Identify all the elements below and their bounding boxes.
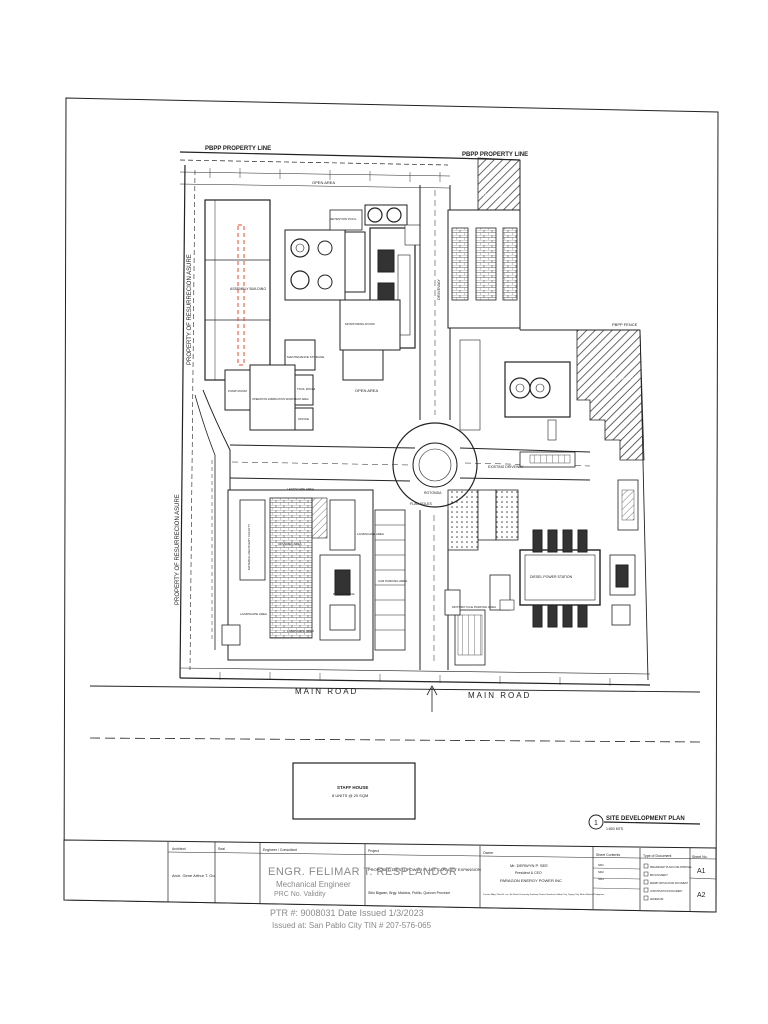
tb-owner-title: President & CEO — [515, 871, 542, 875]
bottom-left-blocks — [221, 489, 374, 661]
label-motorcycle-parking: MOTORCYCLE PARKING AREA — [452, 605, 496, 609]
label-car-parking: CAR PARKING AREA — [378, 579, 407, 583]
assembly-building — [204, 199, 271, 381]
tb-issue-2: BID DOCUMENT — [650, 875, 668, 877]
tb-issue-4: CONSTRUCTION DOCUMENT — [650, 891, 683, 893]
label-rotonda: ROTONDA — [424, 491, 442, 495]
main-road — [89, 685, 701, 743]
engine-equipment-area — [284, 204, 421, 381]
generator-yard — [504, 361, 576, 468]
title-block — [63, 839, 717, 913]
label-landscape-area-1: LANDSCAPE AREA — [287, 487, 314, 491]
label-covered-area: COVERED AREA — [278, 542, 302, 546]
label-tool-room: TOOL ROOM — [297, 387, 316, 391]
label-main-road-left: MAIN ROAD — [295, 687, 358, 696]
tb-owner-address: Treston Bldg. 32nd St. cor. 4th Road, Un… — [483, 893, 605, 896]
label-property-side-top: PROPERTY OF RESURRECION ASURE — [187, 254, 193, 365]
workshop-block — [224, 339, 316, 431]
label-property-line-left: PBPP PROPERTY LINE — [205, 146, 271, 152]
label-plan-title: SITE DEVELOPMENT PLAN — [606, 816, 685, 822]
plan-title-marker — [588, 814, 701, 830]
label-property-side-bottom: PROPERTY OF RESURRECION ASURE — [175, 494, 181, 605]
stamp-line-3: PRC No. Validity — [274, 891, 326, 898]
label-plan-scale: 1:800 MTS — [606, 827, 624, 831]
label-property-line-right: PBPP PROPERTY LINE — [462, 152, 528, 158]
label-plan-number: 1 — [594, 820, 598, 827]
tb-architect-header: Architect — [172, 847, 186, 851]
crane-rail-marker — [237, 224, 245, 366]
label-retention-pool: RETENTION POOL — [330, 217, 357, 221]
dimension-ticks — [209, 168, 611, 686]
tb-sheet-no-1: A1 — [697, 868, 706, 875]
service-driveway — [194, 389, 231, 650]
label-open-area-mid: OPEN AREA — [355, 388, 378, 393]
tb-owner-header: Owner — [483, 851, 494, 855]
label-monitoring-room: MONITORING ROOM — [345, 322, 375, 326]
tank-farm — [447, 157, 521, 431]
tb-seal-header: Seal — [218, 847, 225, 851]
tb-project-header: Project — [368, 849, 379, 853]
label-slope-protection: SLOPE PROTECTION — [600, 377, 636, 381]
label-operation-workshop: OPERATION FABRICATION WORKSHOP AREA — [252, 397, 309, 401]
stamp-line-1: ENGR. FELIMAR T. RESPLANDOR — [268, 866, 458, 878]
tb-issue-1: PRELIMINARY PLANS FOR APPROVAL — [650, 866, 693, 869]
label-pump-room: PUMP ROOM — [228, 389, 247, 393]
label-staff-house-title: STAFF HOUSE — [337, 785, 368, 790]
tb-owner-name: Mr. DERWYN P. SEE — [510, 863, 548, 868]
tb-project-location: Sitio Bigwan, Brgy. Malolos, Polillo, Qu… — [368, 891, 450, 895]
tb-sheet-content-3: SD3 — [598, 877, 604, 881]
tb-issue-5: ADDENDUM — [650, 898, 663, 901]
titleblock-labels: Architect Arch. Gene Arthur T. Go Seal E… — [172, 847, 708, 901]
label-steep-slope: STEEP SLOPE — [482, 193, 507, 197]
tb-issue-header: Type of Document — [643, 854, 671, 858]
label-landscape-area-2: LANDSCAPE AREA — [240, 612, 267, 616]
label-open-area-top: OPEN AREA — [312, 180, 335, 185]
diesel-power-station — [444, 479, 639, 628]
label-pbpp-fence: PBPP FENCE — [612, 322, 638, 327]
tb-sheet-contents-header: Sheet Contents — [596, 853, 620, 857]
label-plant-office: PLANT OFFICE — [333, 592, 354, 596]
stamp-line-2: Mechanical Engineer — [276, 880, 351, 889]
tb-sheet-no-2: A2 — [697, 892, 706, 899]
label-main-road-right: MAIN ROAD — [468, 691, 531, 700]
plan-labels: PBPP PROPERTY LINE PBPP PROPERTY LINE PR… — [175, 146, 685, 831]
parking-stalls — [374, 509, 486, 666]
label-assembly-building: ASSEMBLY BUILDING — [230, 287, 266, 291]
label-maintenance-storage: MAINTENANCE STORAGE — [287, 355, 324, 359]
tb-project-name: PROPOSED DIESEL POWER PLANT CAPACITY EXP… — [368, 867, 481, 872]
stamp-line-4: PTR #: 9008031 Date Issued 1/3/2023 — [270, 908, 424, 918]
slope-protection-area — [576, 329, 645, 461]
tb-issue-3: PERMIT APPLICATION DOCUMENT — [650, 882, 689, 885]
stamp-line-5: Issued at: San Pablo City TIN # 207-576-… — [272, 921, 432, 930]
staff-house — [292, 762, 416, 820]
label-landscape-area-3: LANDSCAPE AREA — [287, 629, 314, 633]
label-driveway: DRIVEWAY — [436, 279, 441, 300]
label-landscape-area-4: LANDSCAPE AREA — [357, 532, 384, 536]
label-material-recovery: MATERIAL RECOVERY FACILITY — [247, 524, 251, 570]
tb-architect-name: Arch. Gene Arthur T. Go — [172, 873, 215, 878]
tb-engineer-header: Engineer / Consultant — [263, 848, 297, 852]
label-diesel-power-station: DIESEL POWER STATION — [530, 575, 573, 579]
label-existing-driveway: EXISTING DRIVEWAY — [488, 465, 524, 469]
tb-sheet-content-1: SD1 — [598, 863, 604, 867]
label-office: OFFICE — [298, 417, 309, 421]
rotonda — [392, 422, 478, 508]
tb-sheet-no-header: Sheet No. — [692, 855, 708, 859]
label-flag-poles: FLAG POLES — [410, 502, 432, 506]
tb-sheet-content-2: SD2 — [598, 870, 604, 874]
label-staff-house-sub: 8 UNITS @ 20 SQM — [332, 793, 368, 798]
tb-owner-company: PARAGON ENERGY POWER INC — [500, 878, 562, 883]
